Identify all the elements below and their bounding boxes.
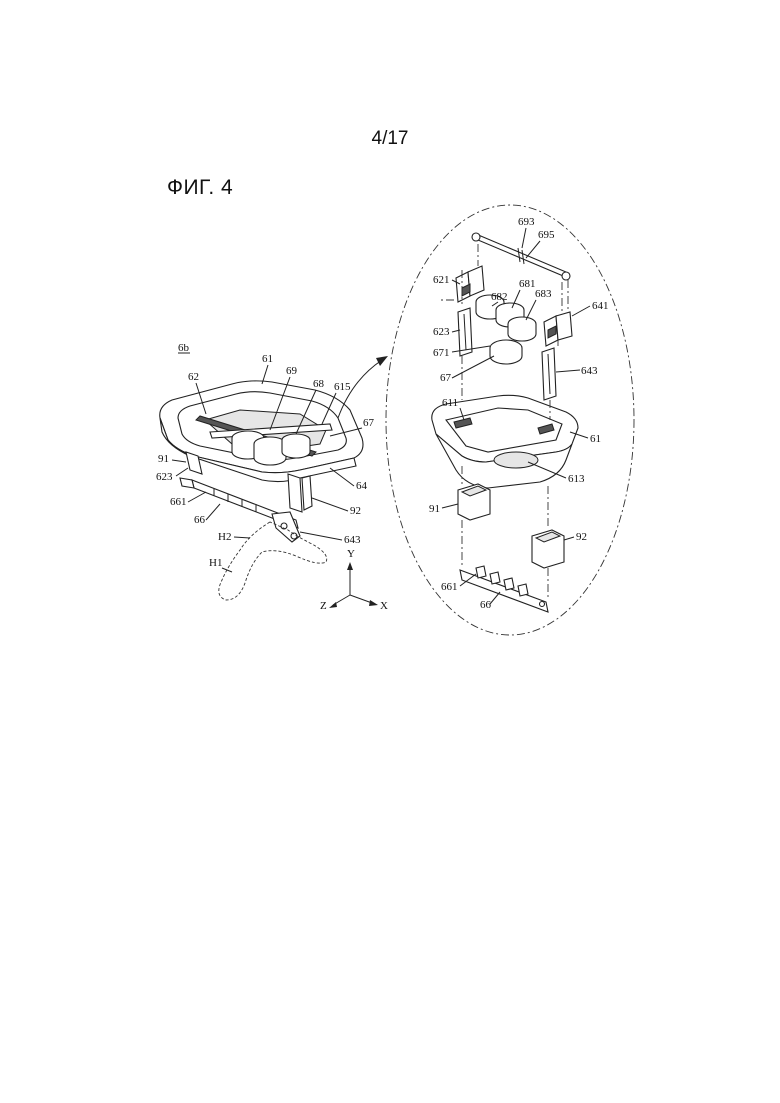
label-H2: H2 [218,531,231,543]
label-643: 643 [344,534,361,546]
label-66: 66 [480,599,492,611]
axis-y-label: Y [347,548,355,560]
label-615: 615 [334,381,351,393]
label-91: 91 [429,503,440,515]
exploded-view [432,233,578,612]
label-92: 92 [350,505,361,517]
assembly-label-6b: 6b [178,342,190,354]
label-661: 661 [441,581,458,593]
label-67: 67 [440,372,452,384]
label-H1: H1 [209,557,222,569]
label-683: 683 [535,288,552,300]
label-661: 661 [170,496,187,508]
axis-x-label: X [380,600,388,612]
assembled-device [160,381,363,600]
label-62: 62 [188,371,199,383]
label-681: 681 [519,278,536,290]
label-623: 623 [433,326,450,338]
label-695: 695 [538,229,555,241]
detail-arrowhead [376,356,388,366]
label-671: 671 [433,347,450,359]
label-61: 61 [262,353,273,365]
label-91: 91 [158,453,169,465]
label-61: 61 [590,433,601,445]
label-64: 64 [356,480,368,492]
label-613: 613 [568,473,585,485]
label-643: 643 [581,365,598,377]
label-68: 68 [313,378,325,390]
label-693: 693 [518,216,535,228]
axis-triad: Y Z X [320,548,388,612]
label-67: 67 [363,417,375,429]
label-641: 641 [592,300,609,312]
label-92: 92 [576,531,587,543]
label-69: 69 [286,365,298,377]
axis-z-label: Z [320,600,327,612]
label-621: 621 [433,274,450,286]
label-66: 66 [194,514,206,526]
label-623: 623 [156,471,173,483]
label-682: 682 [491,291,508,303]
label-611: 611 [442,397,458,409]
